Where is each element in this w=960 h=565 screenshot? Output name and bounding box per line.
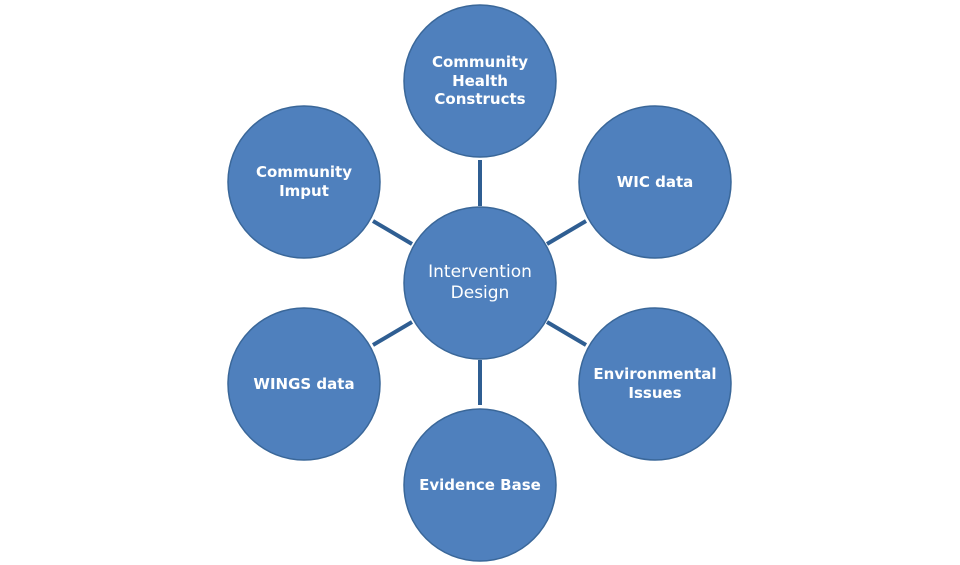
node-circle-evidence-base [403,408,557,562]
connector-top-right [545,219,588,246]
node-circle-environmental-issues [578,307,732,461]
connector-bottom-right [545,320,588,347]
connector-top-left [371,219,414,246]
node-circle-wic-data [578,105,732,259]
node-circle-wings-data [227,307,381,461]
center-node-circle [403,206,557,360]
node-circle-community-imput [227,105,381,259]
connector-bottom-left [371,320,414,347]
node-circle-community-health-constructs [403,4,557,158]
